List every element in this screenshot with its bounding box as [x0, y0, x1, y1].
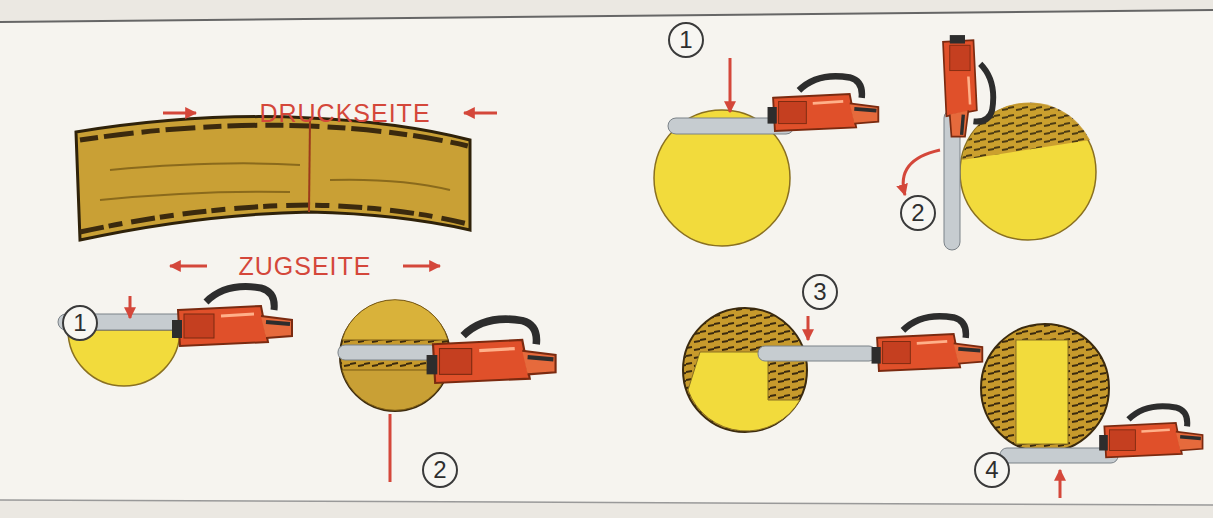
callout-number: 1 — [679, 28, 692, 52]
callout-number: 2 — [911, 201, 924, 225]
side-label: ZUGSEITE — [238, 254, 371, 279]
callout-number: 4 — [985, 458, 998, 482]
callout-number: 1 — [73, 311, 86, 335]
callout-number: 2 — [433, 458, 446, 482]
callout-circle: 1 — [668, 22, 704, 58]
callout-number: 3 — [813, 280, 826, 304]
callout-circle: 2 — [422, 452, 458, 488]
callout-circle: 1 — [62, 305, 98, 341]
callout-circle: 3 — [802, 274, 838, 310]
callout-circle: 2 — [900, 195, 936, 231]
side-label: DRUCKSEITE — [259, 101, 430, 126]
callout-circle: 4 — [974, 452, 1010, 488]
